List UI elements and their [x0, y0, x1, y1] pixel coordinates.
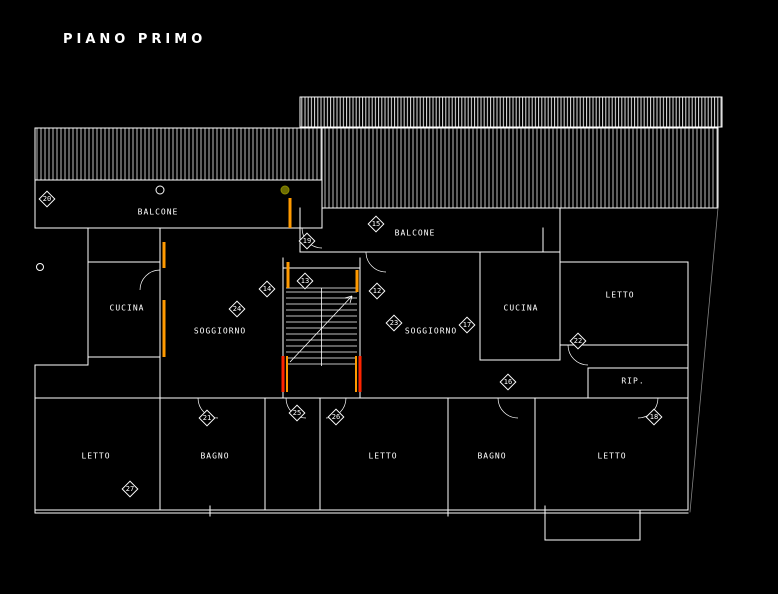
- view-marker: 26: [327, 408, 345, 426]
- marker-number: 12: [372, 286, 382, 295]
- room-label-balcone-center: BALCONE: [394, 228, 436, 238]
- marker-number: 24: [232, 304, 242, 313]
- marker-number: 14: [262, 284, 272, 293]
- marker-number: 19: [302, 236, 312, 245]
- view-marker: 16: [499, 373, 517, 391]
- marker-number: 18: [649, 412, 659, 421]
- view-marker: 18: [645, 408, 663, 426]
- marker-number: 17: [462, 320, 472, 329]
- view-marker: 24: [228, 300, 246, 318]
- room-label-letto-bottomcenter: LETTO: [368, 451, 398, 461]
- marker-number: 15: [371, 219, 381, 228]
- view-marker: 19: [298, 232, 316, 250]
- room-label-cucina-left: CUCINA: [109, 303, 145, 313]
- view-marker: 13: [296, 272, 314, 290]
- view-marker: 21: [198, 409, 216, 427]
- room-label-bagno-right: BAGNO: [477, 451, 507, 461]
- walls: [34, 185, 719, 541]
- room-label-letto-bottomleft: LETTO: [81, 451, 111, 461]
- marker-number: 22: [573, 336, 583, 345]
- room-label-rip: RIP.: [621, 376, 645, 386]
- marker-number: 23: [389, 318, 399, 327]
- marker-number: 21: [202, 413, 212, 422]
- room-label-soggiorno-right: SOGGIORNO: [404, 326, 458, 336]
- marker-number: 16: [503, 377, 513, 386]
- view-marker: 14: [258, 280, 276, 298]
- marker-number: 20: [42, 194, 52, 203]
- room-label-letto-bottomright: LETTO: [597, 451, 627, 461]
- marker-number: 13: [300, 276, 310, 285]
- marker-number: 27: [125, 484, 135, 493]
- view-marker: 22: [569, 332, 587, 350]
- room-label-balcone-left: BALCONE: [137, 207, 179, 217]
- view-marker: 23: [385, 314, 403, 332]
- room-label-bagno-left: BAGNO: [200, 451, 230, 461]
- view-marker: 15: [367, 215, 385, 233]
- marker-number: 25: [292, 408, 302, 417]
- room-label-letto-topright: LETTO: [605, 290, 635, 300]
- room-label-soggiorno-left: SOGGIORNO: [193, 326, 247, 336]
- view-marker: 27: [121, 480, 139, 498]
- view-marker: 25: [288, 404, 306, 422]
- view-marker: 20: [38, 190, 56, 208]
- marker-number: 26: [331, 412, 341, 421]
- page-title: PIANO PRIMO: [63, 32, 207, 47]
- accent-openings: [162, 198, 362, 392]
- view-marker: 17: [458, 316, 476, 334]
- room-label-cucina-right: CUCINA: [503, 303, 539, 313]
- view-marker: 12: [368, 282, 386, 300]
- terrace-hatch: [34, 96, 723, 229]
- door-arcs: [139, 227, 659, 419]
- stairs: [286, 287, 357, 366]
